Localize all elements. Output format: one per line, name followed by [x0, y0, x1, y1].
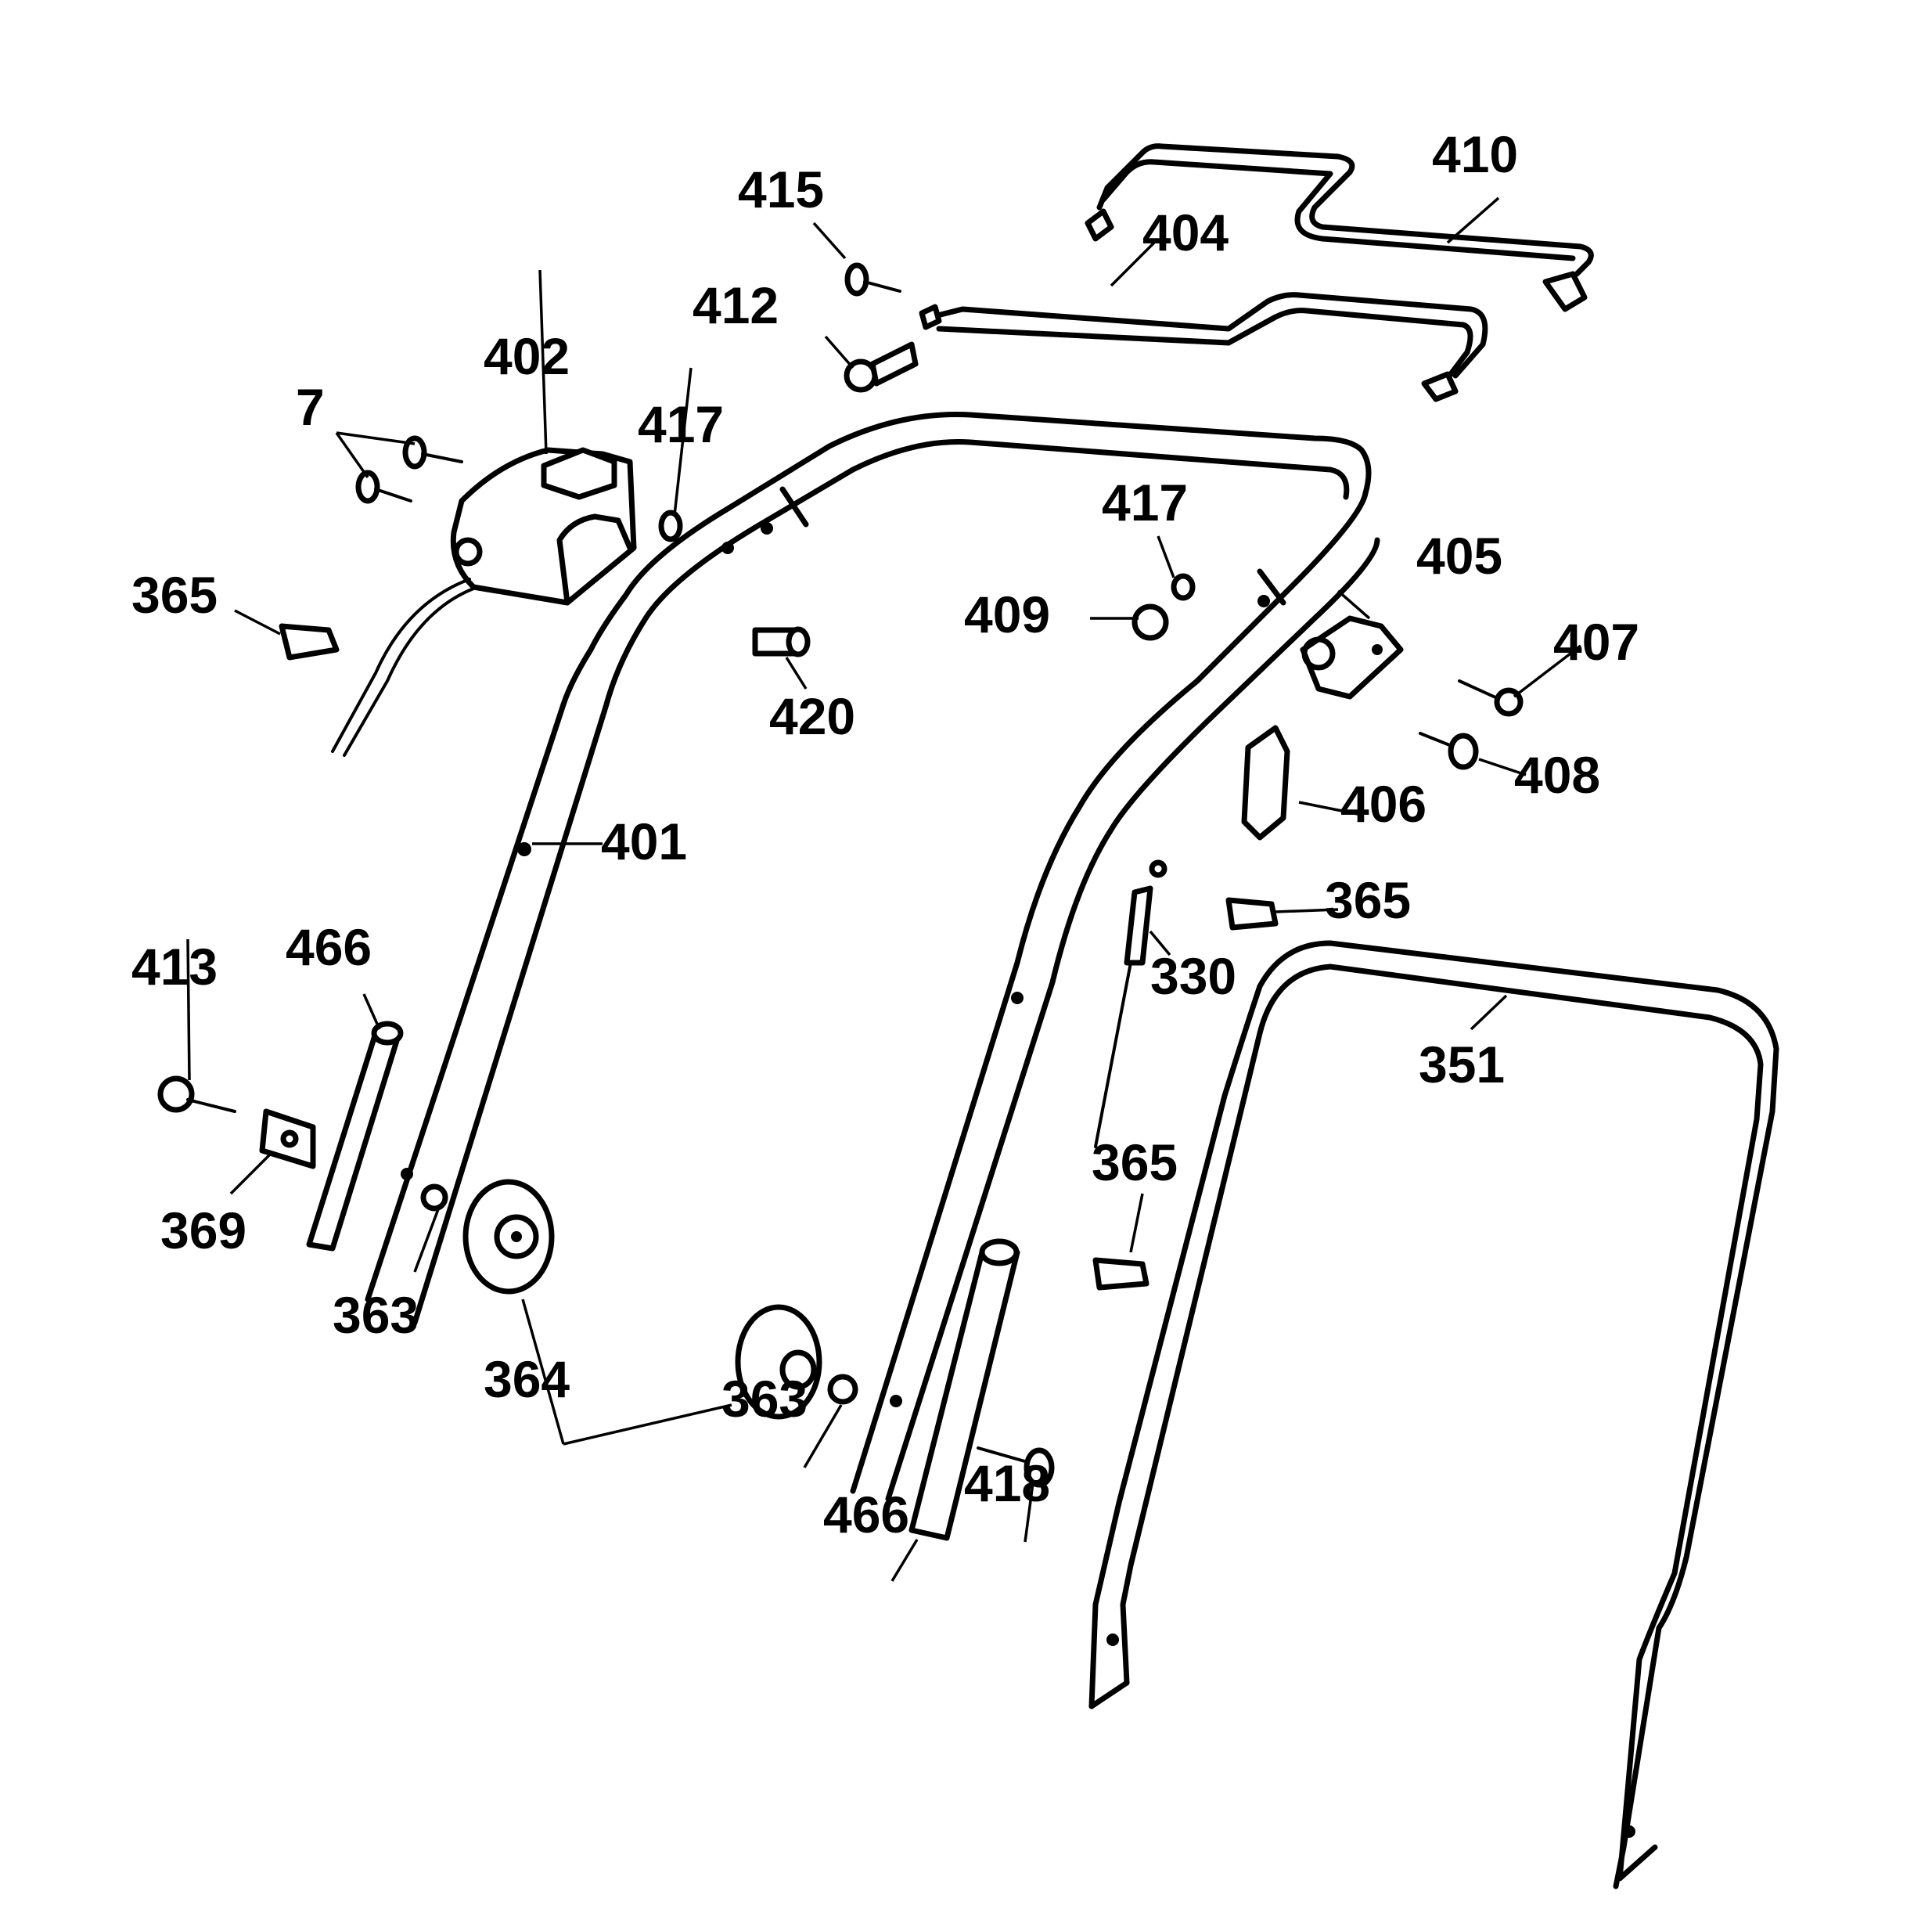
clamp-369 — [259, 1108, 316, 1169]
nut-409 — [1131, 603, 1169, 641]
knob-364-left — [462, 1179, 555, 1295]
label-410: 410 — [1432, 125, 1518, 183]
label-401: 401 — [601, 812, 687, 870]
label-364: 364 — [484, 1350, 570, 1408]
bail-lever-410 — [1085, 143, 1594, 312]
label-408: 408 — [1514, 746, 1600, 804]
bolt-408 — [1419, 732, 1479, 770]
label-363-right: 363 — [721, 1370, 808, 1428]
label-409: 409 — [964, 585, 1050, 643]
label-407: 407 — [1553, 613, 1639, 671]
bushing-420 — [752, 626, 811, 657]
label-365-top: 365 — [131, 566, 218, 624]
cable-330 — [1094, 859, 1167, 1148]
label-406: 406 — [1340, 775, 1427, 833]
clip-365-top — [279, 623, 340, 661]
label-402: 402 — [484, 327, 570, 385]
label-417-right: 417 — [1102, 474, 1188, 531]
ring-417-right — [1171, 573, 1196, 601]
screws-7 — [355, 435, 463, 504]
bracket-406 — [1241, 725, 1290, 841]
knob-bolt-413 — [157, 1075, 236, 1113]
pivot-block-405 — [1300, 615, 1404, 700]
label-466-right: 466 — [823, 1486, 909, 1543]
lower-handle-351 — [1088, 940, 1779, 1889]
label-404: 404 — [1142, 204, 1229, 261]
label-330: 330 — [1150, 947, 1236, 1005]
label-365-lower: 365 — [1092, 1133, 1178, 1191]
label-405: 405 — [1416, 527, 1502, 585]
label-417-left: 417 — [638, 395, 724, 453]
handle-sleeve-466-right — [908, 1238, 1020, 1541]
label-369: 369 — [160, 1201, 246, 1259]
label-418: 418 — [964, 1454, 1050, 1512]
part-labels: 410 415 404 412 402 7 417 417 405 365 40… — [131, 125, 1639, 1543]
handle-sleeve-466-left — [306, 1021, 404, 1252]
label-351: 351 — [1419, 1036, 1505, 1093]
upper-handle-401 — [365, 412, 1380, 1502]
ring-417-left — [658, 510, 683, 542]
label-363-left: 363 — [333, 1286, 419, 1344]
washer-363-left — [420, 1183, 448, 1212]
screw-415 — [844, 262, 901, 297]
label-420: 420 — [769, 687, 855, 745]
label-412: 412 — [693, 276, 779, 334]
lever-clip-412 — [844, 341, 919, 393]
label-7: 7 — [296, 378, 325, 436]
label-466-left: 466 — [286, 918, 372, 976]
label-365-right: 365 — [1325, 871, 1411, 929]
clip-365-lower — [1092, 1257, 1149, 1291]
bolt-418 — [977, 1446, 1055, 1488]
knob-364-right — [735, 1304, 822, 1420]
label-415: 415 — [738, 160, 824, 218]
switch-lever-404 — [919, 292, 1488, 402]
washer-363-right — [827, 1374, 858, 1405]
leader-lines — [186, 196, 1582, 1582]
clip-365-right — [1225, 897, 1279, 931]
label-413: 413 — [131, 938, 218, 996]
pin-407 — [1458, 679, 1524, 717]
switch-box-402 — [331, 447, 637, 757]
